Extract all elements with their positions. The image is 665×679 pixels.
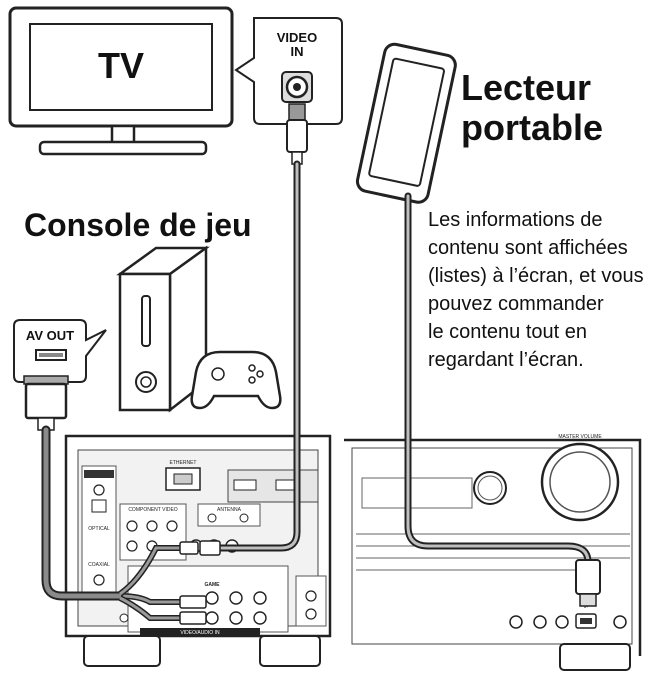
- description-line-4: pouvez commander: [428, 293, 604, 315]
- antenna-label: ANTENNA: [217, 507, 242, 513]
- coaxial-label: COAXIAL: [88, 562, 110, 568]
- gamepad-icon: [190, 350, 282, 410]
- optical-label: OPTICAL: [88, 526, 110, 532]
- av-out-label: AV OUT: [26, 328, 74, 343]
- portable-player-label-2: portable: [461, 107, 603, 148]
- usb-plug: [575, 559, 601, 607]
- video-audio-in-label: VIDEO/AUDIO IN: [180, 630, 220, 636]
- tv-label: TV: [98, 45, 144, 86]
- tv-monitor: TV: [8, 6, 234, 156]
- av-out-callout: AV OUT: [13, 319, 107, 383]
- receiver-front-panel: MASTER VOLUME ⭟: [344, 434, 642, 671]
- component-video-label: COMPONENT VIDEO: [128, 507, 177, 513]
- description-line-5: le contenu tout en: [428, 321, 587, 343]
- description-line-2: contenu sont affichées: [428, 237, 628, 259]
- game-input-label: GAME: [205, 582, 221, 588]
- description-line-6: regardant l’écran.: [428, 349, 584, 371]
- ethernet-label: ETHERNET: [170, 460, 197, 466]
- receiver-rear-panel: ETHERNET OPTICAL COAXIAL COMPONENT VIDEO…: [64, 434, 332, 667]
- master-volume-label: MASTER VOLUME: [558, 434, 602, 440]
- video-in-label-2: IN: [291, 44, 304, 59]
- av-out-plug: [23, 375, 69, 431]
- video-in-label-1: VIDEO: [277, 30, 317, 45]
- rca-plug-top: [286, 103, 308, 165]
- video-in-callout: VIDEO IN: [234, 17, 343, 125]
- description-line-3: (listes) à l’écran, et vous: [428, 265, 644, 287]
- description-line-1: Les informations de: [428, 209, 603, 231]
- portable-player-device: [355, 42, 457, 204]
- game-console-label: Console de jeu: [24, 207, 252, 243]
- game-console-device: [116, 245, 210, 413]
- portable-player-label-1: Lecteur: [461, 67, 591, 108]
- description-text: Les informations de contenu sont affiché…: [428, 209, 644, 371]
- av-cable-split: [118, 541, 207, 625]
- video-plug-bottom: [199, 540, 221, 556]
